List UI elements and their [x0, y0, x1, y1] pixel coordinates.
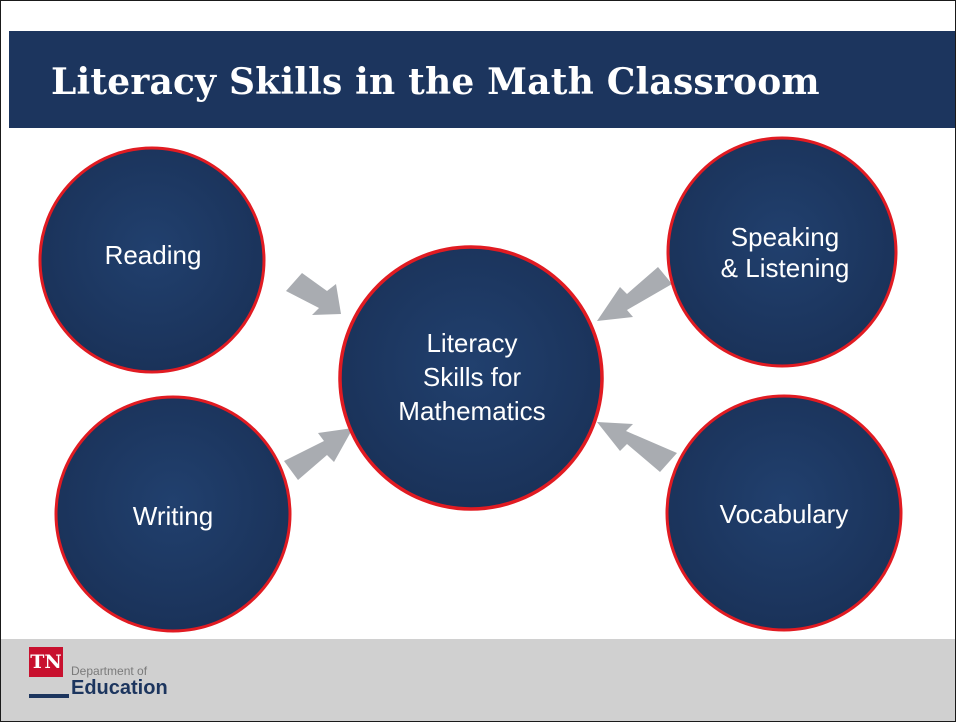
logo-department-text: Department of — [71, 664, 148, 678]
node-writing: Writing — [54, 395, 292, 633]
node-speaking-label-line1: Speaking — [731, 222, 839, 252]
footer: TN Department of Education — [1, 639, 955, 721]
title-bar: Literacy Skills in the Math Classroom — [9, 31, 955, 128]
center-label-line3: Mathematics — [398, 396, 545, 426]
slide-title: Literacy Skills in the Math Classroom — [51, 61, 820, 103]
node-speaking-listening: Speaking & Listening — [666, 136, 898, 368]
tn-education-logo: TN Department of Education — [29, 647, 229, 717]
arrow-vocabulary-to-center — [597, 422, 677, 472]
node-reading: Reading — [38, 146, 266, 374]
node-vocabulary-label: Vocabulary — [720, 499, 849, 529]
node-vocabulary: Vocabulary — [665, 394, 903, 632]
logo-underline — [29, 694, 69, 698]
logo-education-text: Education — [71, 677, 168, 699]
node-center: Literacy Skills for Mathematics — [338, 245, 604, 511]
tn-logo-mark: TN — [29, 647, 63, 677]
node-reading-label: Reading — [105, 240, 202, 270]
center-label-line1: Literacy — [426, 328, 517, 358]
center-label-line2: Skills for — [423, 362, 522, 392]
arrow-speaking-to-center — [597, 267, 672, 321]
arrow-reading-to-center — [286, 273, 341, 315]
node-speaking-label-line2: & Listening — [721, 253, 850, 283]
arrow-writing-to-center — [284, 428, 353, 480]
node-writing-label: Writing — [133, 501, 213, 531]
